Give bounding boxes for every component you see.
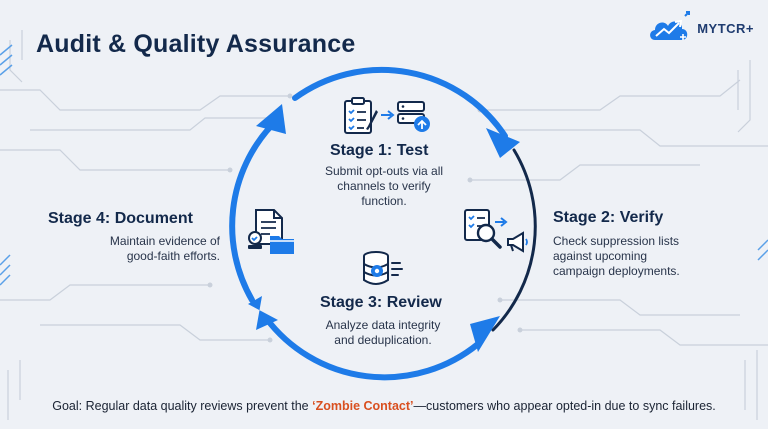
- stage-4-desc-line: Maintain evidence of: [109, 234, 220, 248]
- arrow-head-stage4: [248, 296, 278, 330]
- stage-4-title: Stage 4: Document: [48, 210, 193, 227]
- arrow-head-stage1: [256, 104, 286, 134]
- arrow-right-icon: [495, 217, 508, 227]
- brand-name: MYTCR+: [697, 20, 754, 36]
- document-stamp-folder-icon: [248, 209, 294, 254]
- arrow-right-icon: [381, 110, 395, 120]
- stage-1-desc-line: Submit opt-outs via all: [324, 164, 444, 178]
- arrow-head-stage3: [470, 316, 500, 352]
- magnifier-list-icon: [464, 209, 502, 249]
- arc-left: [229, 122, 275, 303]
- stage-2-desc-line: campaign deployments.: [553, 264, 680, 278]
- stage-4-desc-line: good-faith efforts.: [126, 249, 220, 263]
- stage-3-desc-line: Analyze data integrity: [325, 318, 441, 332]
- goal-statement: Goal: Regular data quality reviews preve…: [0, 399, 768, 413]
- stage-2-desc-line: Check suppression lists: [553, 234, 680, 248]
- stage-4-description: Maintain evidence of good-faith efforts.: [40, 234, 220, 264]
- stage-3-title: Stage 3: Review: [320, 294, 442, 311]
- stage-1-title: Stage 1: Test: [330, 142, 429, 159]
- goal-highlight: ‘Zombie Contact’: [312, 399, 414, 413]
- stage-2-desc-line: against upcoming: [553, 249, 648, 263]
- goal-suffix: —customers who appear opted-in due to sy…: [413, 399, 716, 413]
- arc-bottom: [263, 315, 481, 381]
- clipboard-checklist-icon: [344, 97, 378, 134]
- goal-prefix: Goal: Regular data quality reviews preve…: [52, 399, 313, 413]
- page-title: Audit & Quality Assurance: [36, 30, 356, 58]
- database-gear-icon: [363, 251, 403, 285]
- arrow-head-stage2: [486, 128, 520, 158]
- stage-2-title: Stage 2: Verify: [553, 209, 664, 226]
- arc-right: [491, 148, 537, 332]
- stage-2-description: Check suppression lists against upcoming…: [553, 234, 723, 279]
- stage-3-desc-line: and deduplication.: [334, 333, 432, 347]
- stage-1-desc-line: channels to verify: [337, 179, 431, 193]
- stage-1-description: Submit opt-outs via all channels to veri…: [314, 164, 454, 209]
- server-upload-icon: [397, 101, 430, 132]
- stage-3-description: Analyze data integrity and deduplication…: [310, 318, 456, 348]
- brand-logo: MYTCR+: [647, 10, 754, 46]
- cloud-chart-icon: [650, 11, 691, 40]
- stage-1-desc-line: function.: [361, 194, 407, 208]
- megaphone-icon: [507, 231, 528, 253]
- arc-top-right: [292, 66, 508, 139]
